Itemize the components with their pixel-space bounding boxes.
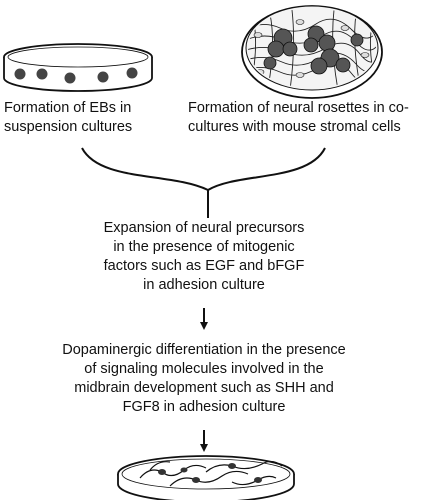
embryoid-body [36, 68, 48, 80]
neural-rosette [335, 57, 351, 73]
neural-rosette [263, 56, 277, 70]
neural-rosette [267, 40, 285, 58]
neuron-soma [192, 477, 200, 483]
embryoid-body [64, 72, 76, 84]
eb-suspension-dish [3, 43, 153, 92]
neuron-soma [254, 477, 262, 483]
embryoid-body [126, 67, 138, 79]
neural-rosette [303, 37, 319, 53]
arrow-down-icon [200, 430, 208, 452]
neuron-soma [158, 469, 166, 475]
step-expansion-label: Expansion of neural precursors in the pr… [103, 220, 305, 293]
neural-rosette [318, 34, 336, 52]
differentiated-neurons-dish [117, 455, 295, 500]
merge-connector [81, 147, 326, 218]
embryoid-body [14, 68, 26, 80]
embryoid-body [97, 71, 109, 83]
step-rosette-formation-label: Formation of neural rosettes in co- cult… [188, 100, 409, 135]
neuron-soma [180, 467, 188, 473]
neuron-soma [228, 463, 236, 469]
arrow-down-icon [200, 308, 208, 330]
step-eb-formation-label: Formation of EBs in suspension cultures [4, 100, 133, 135]
neural-rosette [310, 57, 328, 75]
rosette-coculture-dish [241, 5, 383, 99]
neural-rosette [282, 41, 298, 57]
neural-rosette [350, 33, 364, 47]
step-differentiation-label: Dopaminergic differentiation in the pres… [62, 342, 346, 415]
